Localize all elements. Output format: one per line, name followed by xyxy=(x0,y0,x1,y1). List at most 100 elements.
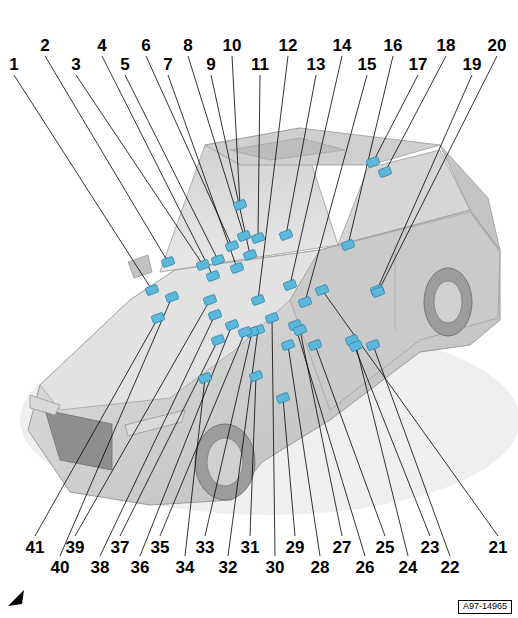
leader-line xyxy=(160,332,245,536)
callout-number: 21 xyxy=(489,539,508,556)
leader-line xyxy=(258,56,288,300)
control-unit xyxy=(225,240,239,252)
leader-line xyxy=(290,56,342,285)
control-unit xyxy=(315,284,329,296)
control-unit xyxy=(225,319,239,331)
control-unit xyxy=(196,259,210,271)
leader-line xyxy=(322,290,498,536)
callout-number: 32 xyxy=(219,559,238,576)
callout-number: 9 xyxy=(206,56,215,73)
control-unit xyxy=(251,294,265,306)
leader-line xyxy=(205,332,252,536)
callout-number: 35 xyxy=(151,539,170,556)
leader-line xyxy=(272,318,275,556)
callout-number: 10 xyxy=(223,37,242,54)
leader-line xyxy=(258,75,260,238)
leader-line xyxy=(14,75,152,290)
control-unit xyxy=(165,291,179,303)
control-unit xyxy=(349,340,363,352)
direction-arrow xyxy=(8,590,24,606)
control-unit xyxy=(206,270,220,282)
leader-line xyxy=(250,376,256,536)
control-unit xyxy=(283,279,297,291)
leader-line xyxy=(305,75,367,302)
leader-line xyxy=(283,398,295,536)
leader-line xyxy=(35,318,158,536)
hood xyxy=(40,250,320,410)
callout-number: 40 xyxy=(51,559,70,576)
rear-wheel xyxy=(424,268,472,336)
callout-number: 8 xyxy=(183,37,192,54)
control-unit xyxy=(281,339,295,351)
leader-lines xyxy=(14,56,498,556)
rim xyxy=(207,438,243,486)
control-unit xyxy=(198,372,212,384)
callout-number: 34 xyxy=(176,559,195,576)
callout-number: 15 xyxy=(358,56,377,73)
front-wheel xyxy=(195,424,255,500)
leader-line xyxy=(348,56,393,245)
control-unit xyxy=(203,294,217,306)
control-unit xyxy=(276,392,290,404)
callout-number: 30 xyxy=(266,559,285,576)
callout-number: 33 xyxy=(196,539,215,556)
leader-line xyxy=(211,75,250,255)
control-unit xyxy=(308,339,322,351)
callout-number: 39 xyxy=(66,539,85,556)
callout-number: 2 xyxy=(40,37,49,54)
control-unit xyxy=(366,339,380,351)
leader-line xyxy=(125,75,218,260)
control-unit xyxy=(293,324,307,336)
sunroof xyxy=(230,138,345,160)
callout-number: 20 xyxy=(488,37,507,54)
callout-number: 14 xyxy=(333,37,352,54)
control-unit xyxy=(145,284,159,296)
leader-line xyxy=(140,325,232,556)
figure-id: A97-14965 xyxy=(458,600,512,614)
callout-number: 16 xyxy=(384,37,403,54)
control-unit xyxy=(151,312,165,324)
control-unit xyxy=(265,312,279,324)
callout-number: 6 xyxy=(141,37,150,54)
leader-line xyxy=(377,75,472,290)
callout-number: 5 xyxy=(120,56,129,73)
control-unit xyxy=(243,249,257,261)
leader-line xyxy=(100,315,215,556)
callout-number: 18 xyxy=(437,37,456,54)
callout-number: 19 xyxy=(463,56,482,73)
leader-line xyxy=(300,330,342,536)
control-unit xyxy=(237,230,251,242)
leader-line xyxy=(185,378,205,556)
callout-number: 1 xyxy=(9,56,18,73)
control-unit xyxy=(251,232,265,244)
callout-number: 23 xyxy=(421,539,440,556)
leader-line xyxy=(286,75,316,235)
control-unit xyxy=(238,326,252,338)
callout-number: 13 xyxy=(307,56,326,73)
callout-number: 38 xyxy=(91,559,110,576)
callout-number: 26 xyxy=(356,559,375,576)
leader-line xyxy=(45,56,168,262)
control-unit xyxy=(211,254,225,266)
leader-line xyxy=(356,346,408,556)
callout-number: 3 xyxy=(71,56,80,73)
callout-number: 4 xyxy=(97,37,106,54)
leader-line xyxy=(352,340,430,536)
control-unit xyxy=(208,309,222,321)
leader-line xyxy=(373,345,450,556)
control-unit xyxy=(371,286,385,298)
callout-number: 41 xyxy=(26,539,45,556)
rim xyxy=(434,281,462,323)
control-unit xyxy=(230,262,244,274)
callout-number: 36 xyxy=(131,559,150,576)
leader-line xyxy=(120,340,218,536)
callout-number: 17 xyxy=(409,56,428,73)
callout-number: 7 xyxy=(163,56,172,73)
callout-number: 37 xyxy=(111,539,130,556)
leader-line xyxy=(60,297,172,556)
control-unit xyxy=(341,239,355,251)
control-units xyxy=(145,156,392,404)
leader-line xyxy=(232,56,240,205)
callout-number: 24 xyxy=(399,559,418,576)
